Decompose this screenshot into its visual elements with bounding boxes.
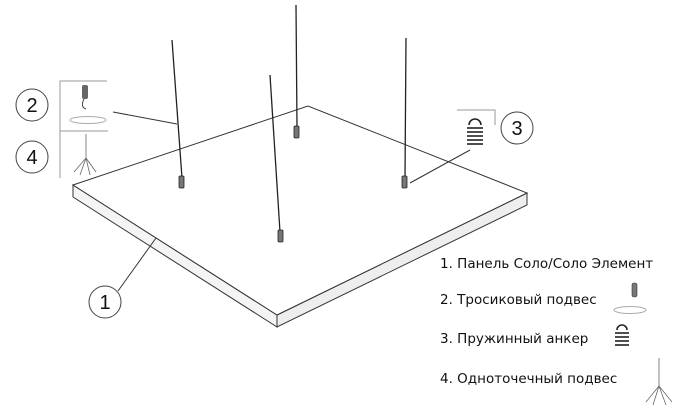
spring-anchor-icon <box>615 324 629 346</box>
callout-2: 2 <box>15 88 49 122</box>
callout-number: 1 <box>99 292 110 314</box>
callout-thumbnail-cable <box>69 85 107 124</box>
legend-item-cable-hanger: 2. Тросиковый подвес <box>440 292 597 308</box>
panel <box>71 105 529 328</box>
hanger-wires <box>171 4 407 233</box>
legend-item-single-point-hanger: 4. Одноточечный подвес <box>440 371 618 387</box>
callout-3: 3 <box>500 111 534 145</box>
legend-icons <box>613 282 673 406</box>
leader-lines <box>112 111 471 292</box>
single-point-hanger-icon <box>645 358 673 406</box>
cable-hanger-icon <box>613 282 647 314</box>
callout-boxes <box>59 80 496 178</box>
callout-thumbnail-spring <box>467 118 483 145</box>
callout-thumbnail-single-point <box>73 134 97 176</box>
callout-number: 3 <box>511 118 522 140</box>
panel-top <box>71 105 529 316</box>
callout-number: 2 <box>26 95 37 117</box>
hanger-clips <box>178 125 408 243</box>
callout-1: 1 <box>88 285 122 319</box>
legend-item-spring-anchor: 3. Пружинный анкер <box>440 331 589 347</box>
callout-number: 4 <box>26 147 37 169</box>
legend-item-panel: 1. Панель Соло/Соло Элемент <box>440 256 654 272</box>
callout-4: 4 <box>15 140 49 174</box>
